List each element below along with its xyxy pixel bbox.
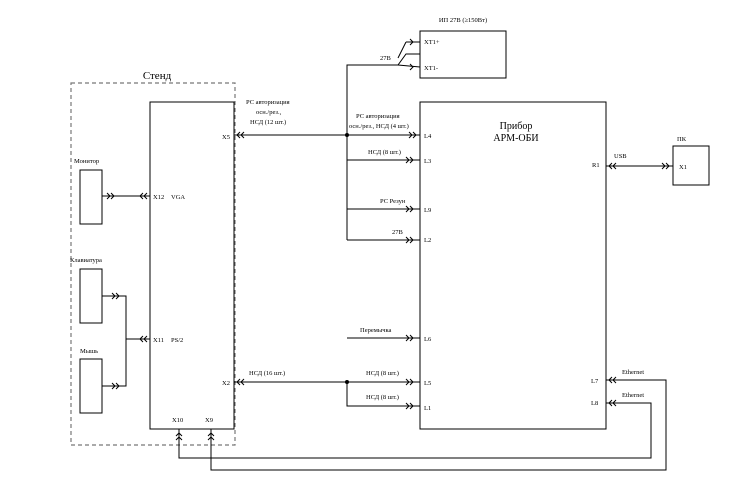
stand-title: Стенд <box>143 70 172 82</box>
l1-wire-label: НСД (8 шт.) <box>366 394 399 401</box>
l2-wire-label: 27В <box>392 229 404 236</box>
device-pin-r1: R1 <box>592 162 600 169</box>
device-pin-l9: L9 <box>424 207 431 214</box>
stand-pin-vga: VGA <box>171 194 185 201</box>
x10-connector <box>175 432 183 441</box>
device-pin-l1: L1 <box>424 405 431 412</box>
keyboard-label: Клавиатура <box>70 257 102 264</box>
ps2-cable <box>102 295 150 387</box>
l9-wire-label: РС Резун <box>380 198 406 205</box>
power-wire-plus <box>397 41 420 59</box>
mouse-box <box>79 358 103 414</box>
l4-wire-label-1: РС авторизация <box>356 113 400 120</box>
power-supply-box <box>419 30 507 79</box>
device-title-line1: Прибор <box>500 121 533 132</box>
stand-pin-x10: X10 <box>172 417 183 424</box>
usb-connector-pc <box>661 162 670 170</box>
x2-wire-label: НСД (16 шт.) <box>249 370 285 377</box>
x5-connector <box>236 131 245 139</box>
ethernet-label-2: Ethernet <box>622 392 644 399</box>
device-pin-l4: L4 <box>424 133 432 140</box>
monitor-box <box>79 169 103 225</box>
monitor-label: Монитор <box>74 158 99 165</box>
device-pin-l2: L2 <box>424 237 431 244</box>
l3-connector <box>405 156 414 164</box>
stand-pin-x2: X2 <box>222 380 230 387</box>
pc-pin-x1: X1 <box>679 164 687 171</box>
l1-wire <box>346 382 420 407</box>
device-pin-l6: L6 <box>424 336 432 343</box>
l6-connector <box>405 334 414 342</box>
ethernet-label-1: Ethernet <box>622 369 644 376</box>
l7-connector <box>608 376 617 384</box>
ethernet-cable-1 <box>210 379 667 471</box>
x2-connector <box>236 378 245 386</box>
l8-connector <box>608 399 617 407</box>
x5-wire-label-3: НСД (12 шт.) <box>250 119 286 126</box>
ethernet-cable-2 <box>178 402 652 459</box>
stand-pin-x9: X9 <box>205 417 213 424</box>
power-wire-label: 27В <box>380 55 392 62</box>
device-pin-l3: L3 <box>424 158 431 165</box>
x5-wire-label-2: осн./рез., <box>256 109 282 116</box>
usb-connector-device <box>608 162 617 170</box>
stand-outline <box>70 82 236 446</box>
device-pin-l7: L7 <box>591 378 599 385</box>
power-connectors <box>409 38 414 71</box>
l6-wire-label: Перемычка <box>360 327 392 334</box>
ps2-connector <box>139 335 148 343</box>
power-pin-plus: XT1+ <box>424 39 440 46</box>
stand-pin-x11: X11 <box>153 337 164 344</box>
l5-connector <box>405 378 414 386</box>
l4-connector <box>408 131 417 139</box>
l3-wire-label: НСД (8 шт.) <box>368 149 401 156</box>
l9-connector <box>405 205 414 213</box>
power-wire <box>346 53 421 240</box>
keyboard-connector <box>111 292 120 300</box>
l2-connector <box>405 236 414 244</box>
device-title-line2: АРМ-ОБИ <box>493 133 538 144</box>
device-pin-l8: L8 <box>591 400 598 407</box>
keyboard-box <box>79 268 103 324</box>
l1-connector <box>405 402 414 410</box>
mouse-label: Мышь <box>80 348 98 355</box>
usb-wire-label: USB <box>614 153 627 160</box>
power-supply-title: ИП 27В (≥150Вт) <box>439 17 487 24</box>
mouse-connector <box>111 382 120 390</box>
l5-wire-label: НСД (8 шт.) <box>366 370 399 377</box>
x9-connector <box>207 432 215 441</box>
l4-wire-label-2: осн./рез., НСД (4 шт.) <box>349 123 409 130</box>
junction-l4 <box>345 133 349 137</box>
stand-block <box>149 101 235 430</box>
power-pin-minus: XT1- <box>424 65 438 72</box>
vga-connector-left <box>106 192 115 200</box>
stand-pin-ps2: PS/2 <box>171 337 183 344</box>
x5-wire-label-1: РС авторизация <box>246 99 290 106</box>
stand-pin-x12: X12 <box>153 194 164 201</box>
pc-title: ПК <box>677 136 687 143</box>
vga-connector-right <box>139 192 148 200</box>
stand-pin-x5: X5 <box>222 134 230 141</box>
device-box <box>419 101 607 430</box>
device-pin-l5: L5 <box>424 380 431 387</box>
